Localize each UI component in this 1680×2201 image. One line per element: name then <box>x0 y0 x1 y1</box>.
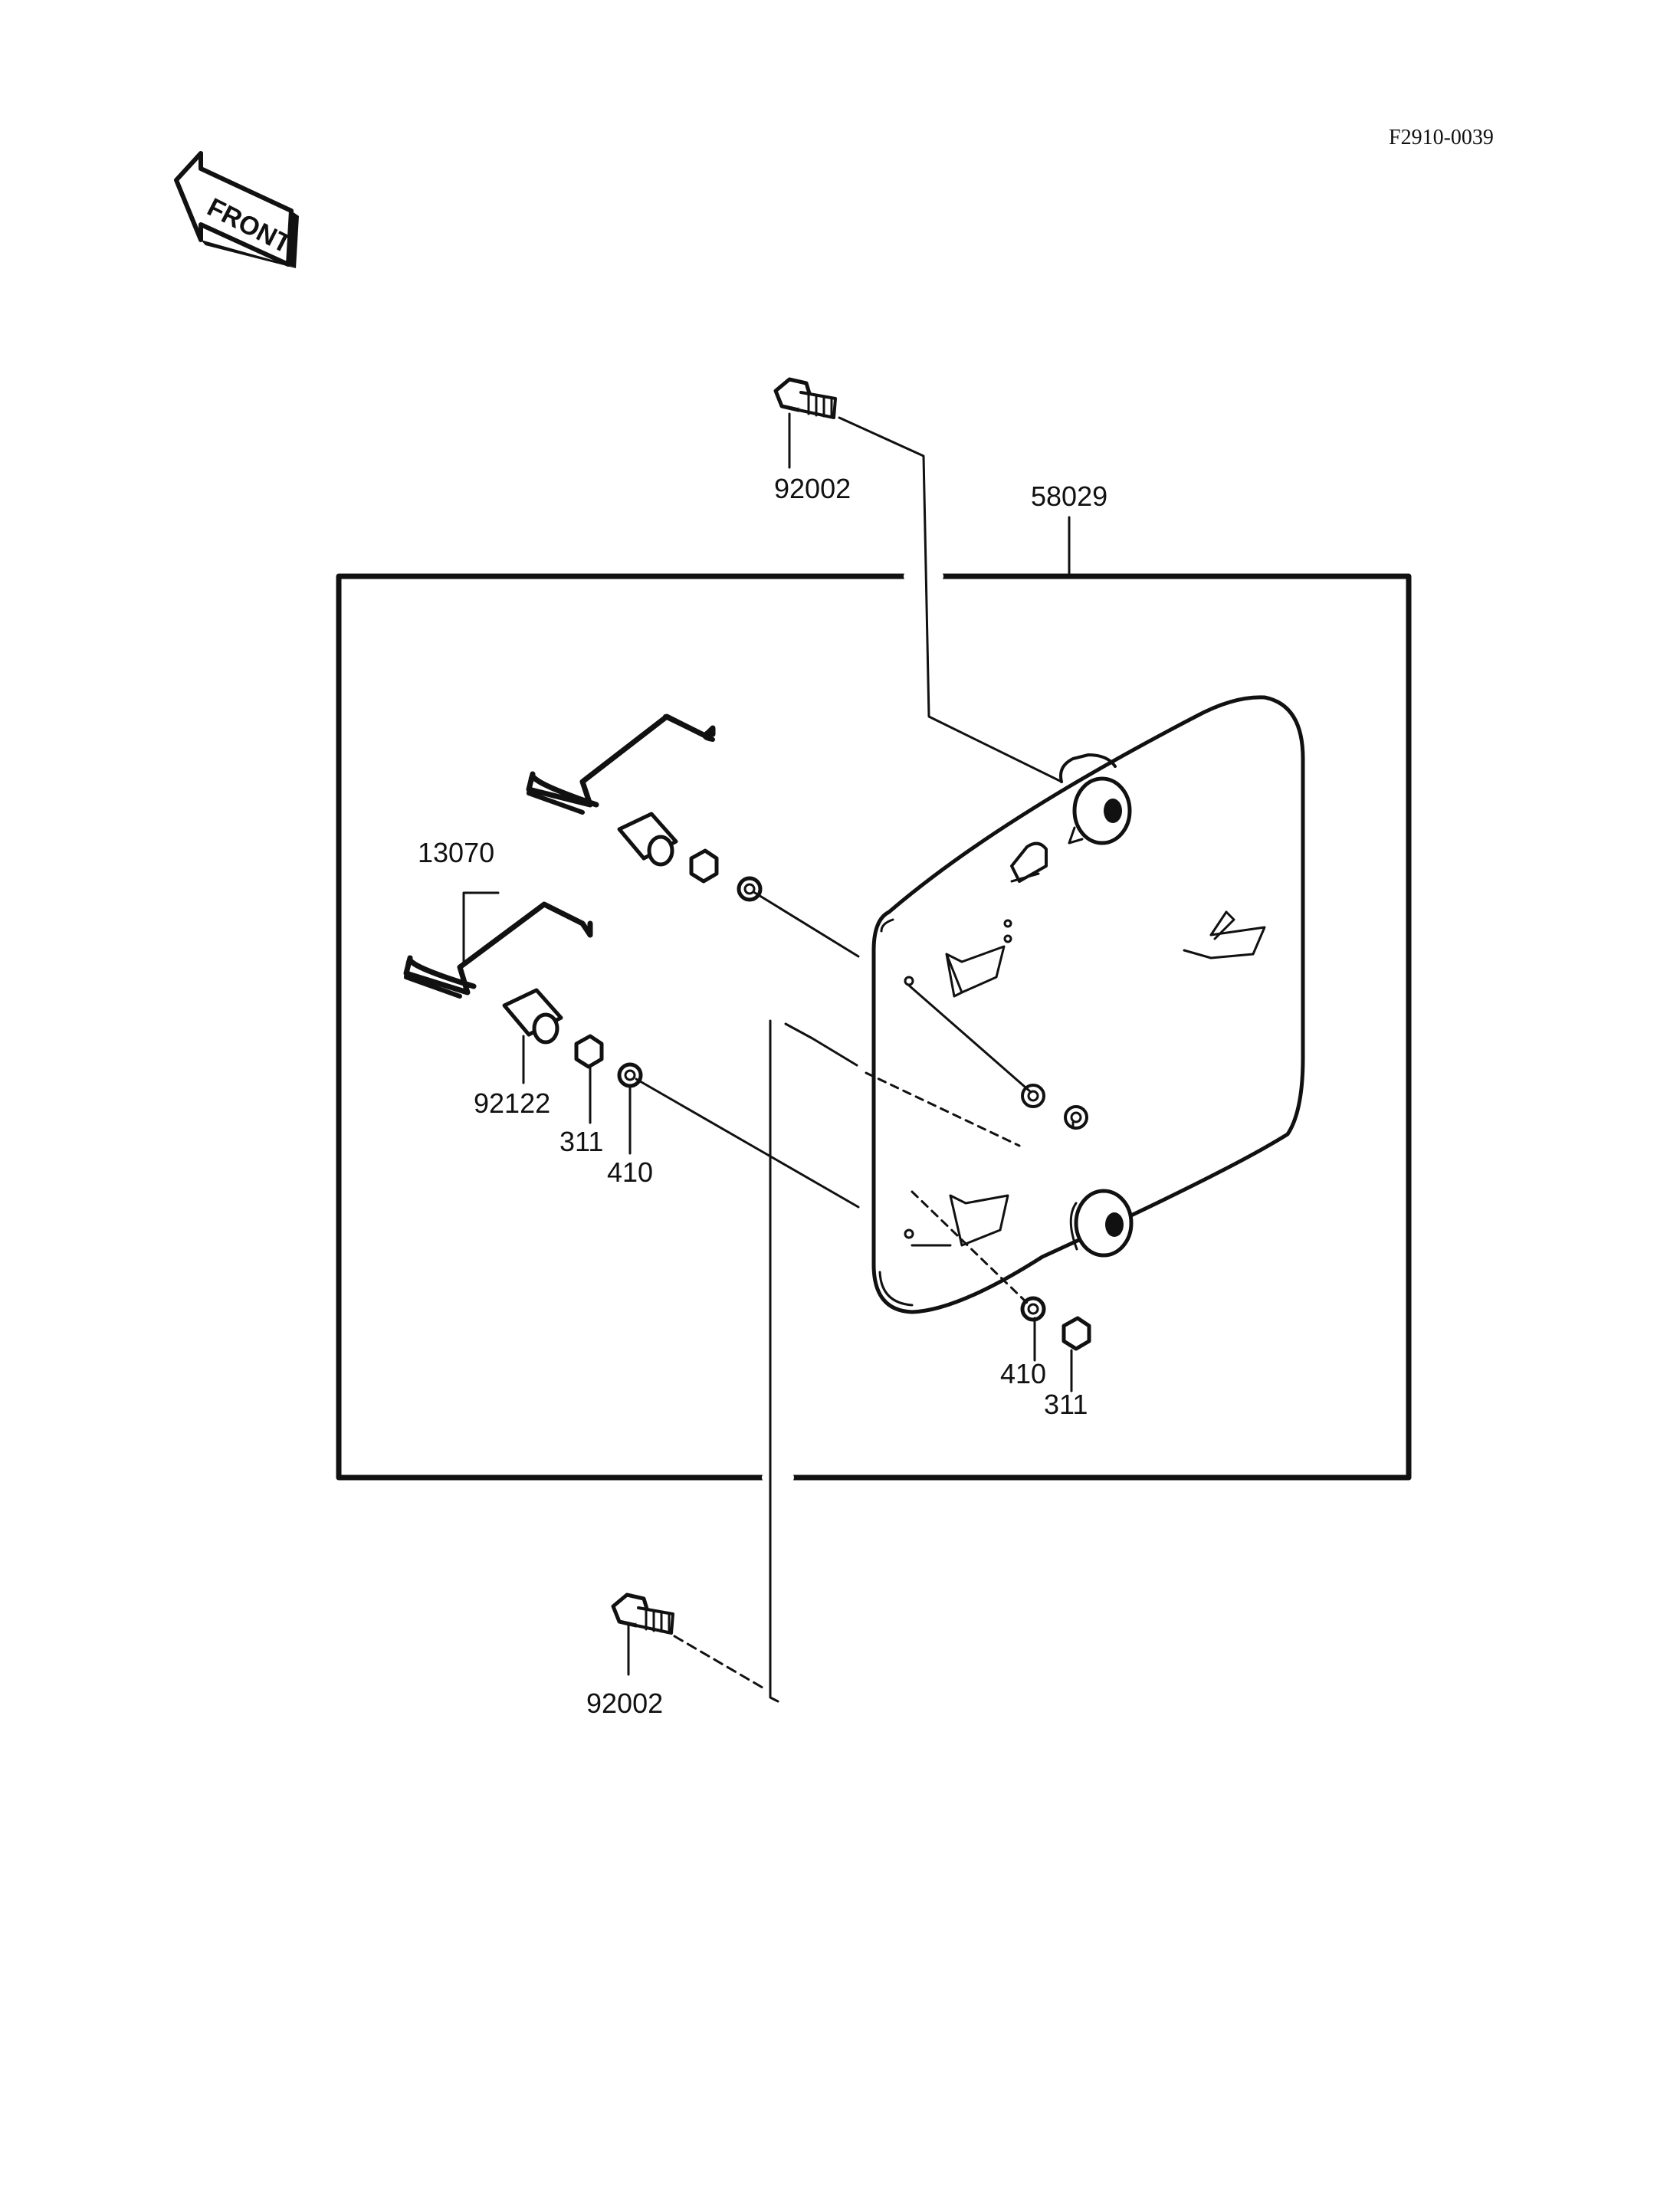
nut-left-lower <box>574 1034 604 1069</box>
callout-washer-right: 410 <box>1000 1358 1046 1389</box>
callout-nut-left: 311 <box>559 1126 603 1157</box>
reference-code: F2910-0039 <box>1389 126 1494 149</box>
front-arrow-icon: FRONT <box>174 151 299 268</box>
collar-lower <box>502 988 563 1045</box>
washer-left-lower <box>617 1062 643 1088</box>
callout-bolt-top: 92002 <box>774 473 851 504</box>
bolt-top <box>773 377 837 419</box>
washer-right <box>1020 1296 1046 1322</box>
mounting-plate <box>871 695 1305 1314</box>
callout-nut-right: 311 <box>1044 1389 1088 1420</box>
collar-upper <box>617 812 678 867</box>
washer-left-upper <box>737 876 763 902</box>
callout-plate-assembly: 58029 <box>1031 481 1107 512</box>
plate-hardware <box>1021 1084 1088 1130</box>
bracket-lower <box>403 901 593 999</box>
callout-collar: 92122 <box>474 1087 550 1119</box>
nut-left-upper <box>689 848 719 884</box>
nut-right <box>1061 1316 1091 1351</box>
bolt-bottom <box>611 1593 674 1635</box>
callout-leaders <box>462 412 1073 1676</box>
callout-bolt-bottom: 92002 <box>586 1688 663 1719</box>
callout-washer-left: 410 <box>607 1156 653 1188</box>
callout-bracket: 13070 <box>418 837 494 868</box>
assembly-lines <box>635 416 1075 1703</box>
assembly-frame <box>336 573 1412 1481</box>
bracket-upper <box>526 713 716 815</box>
